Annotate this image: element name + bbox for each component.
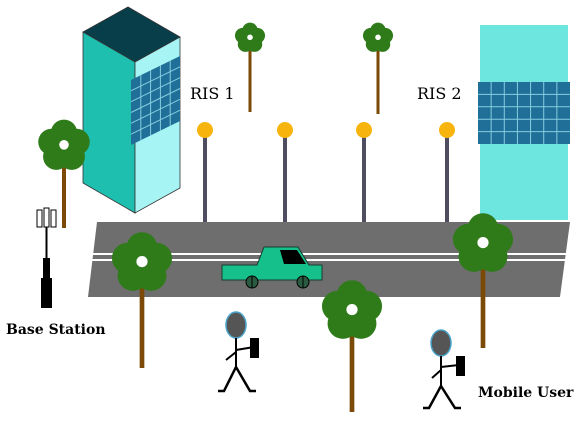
ris-1-label: RIS 1 bbox=[190, 84, 235, 103]
ris-panel-2 bbox=[478, 82, 570, 144]
mobile-user-label: Mobile User bbox=[478, 385, 574, 401]
pedestrian-1-icon bbox=[218, 311, 259, 393]
building-left-front bbox=[82, 31, 136, 214]
ris-panel-1 bbox=[130, 56, 181, 145]
mobile-user-head bbox=[430, 329, 452, 357]
street-lamp-1 bbox=[197, 122, 213, 222]
base-station-label: Base Station bbox=[6, 322, 106, 338]
ris-2-label: RIS 2 bbox=[417, 84, 462, 103]
street-lamp-4 bbox=[439, 122, 455, 222]
ris-panel-1-grid bbox=[130, 60, 181, 141]
base-station-antenna-icon bbox=[36, 207, 57, 308]
tree-road-right bbox=[452, 213, 514, 348]
car-icon bbox=[221, 246, 323, 289]
tree-back-1 bbox=[234, 22, 266, 112]
building-left bbox=[82, 6, 181, 214]
tree-back-2 bbox=[362, 22, 394, 114]
tree-left-building bbox=[38, 119, 90, 228]
ris-panel-2-bg bbox=[478, 82, 570, 144]
street-lamp-3 bbox=[356, 122, 372, 222]
pedestrian-1-head bbox=[225, 311, 247, 339]
building-right bbox=[478, 25, 570, 220]
street-lamp-2 bbox=[277, 122, 293, 222]
tree-road-left bbox=[111, 232, 173, 368]
ris-panel-2-grid bbox=[478, 82, 570, 144]
tree-front-center bbox=[321, 280, 383, 412]
mobile-user-icon bbox=[423, 329, 465, 410]
